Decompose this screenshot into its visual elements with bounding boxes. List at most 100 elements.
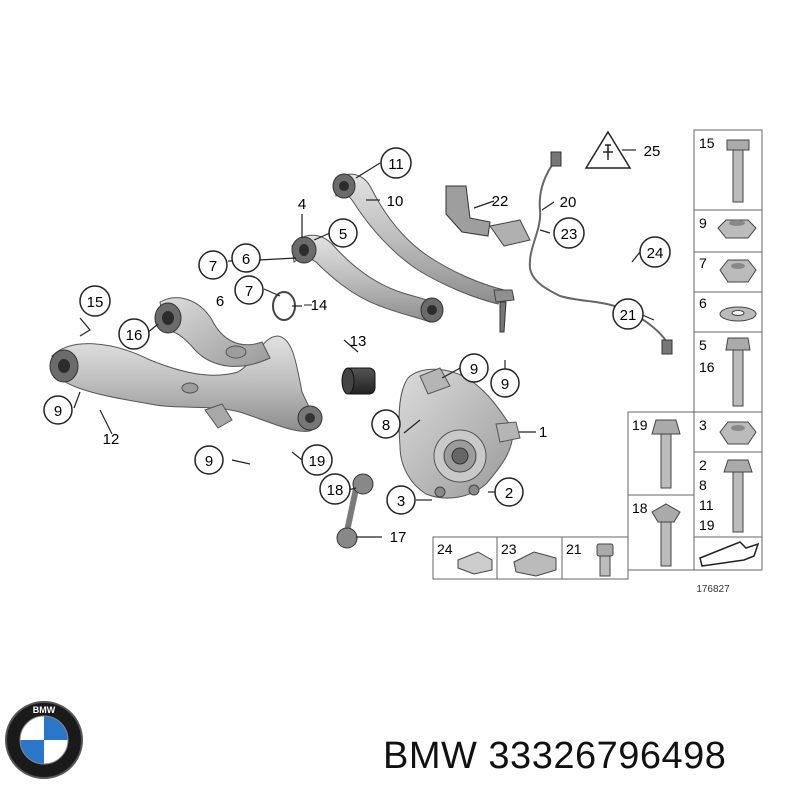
panel-label-2: 2 — [699, 457, 707, 473]
nut-7-icon — [719, 259, 757, 283]
svg-text:24: 24 — [647, 245, 664, 262]
lower-control-arm-12 — [49, 297, 323, 432]
callout-7a: 7 — [198, 250, 228, 280]
bolt-2-icon — [723, 459, 753, 533]
panel-label-23: 23 — [501, 541, 517, 557]
bolt-21-icon — [596, 543, 614, 577]
svg-text:25: 25 — [644, 143, 661, 160]
svg-text:11: 11 — [388, 156, 404, 173]
callout-17: 17 — [390, 529, 407, 546]
parts-panel-bottom: 24 23 21 — [432, 536, 629, 580]
panel-label-3: 3 — [699, 417, 707, 433]
callout-9c: 9 — [459, 353, 489, 383]
callout-8: 8 — [371, 409, 401, 439]
clip-23-icon — [513, 551, 557, 577]
callout-15: 15 — [79, 285, 111, 317]
panel-label-19: 19 — [699, 517, 715, 533]
panel-label-15: 15 — [699, 135, 715, 151]
svg-text:10: 10 — [387, 193, 404, 210]
link-rod-17 — [336, 473, 374, 549]
panel-label-16: 16 — [699, 359, 715, 375]
diagram-number: 176827 — [696, 584, 730, 595]
callout-5: 5 — [328, 218, 358, 248]
callout-21: 21 — [612, 298, 644, 330]
arrow-key-icon — [699, 541, 760, 567]
svg-text:1: 1 — [539, 424, 547, 441]
svg-text:18: 18 — [327, 482, 344, 499]
part-number-caption: BMW 33326796498 — [383, 735, 727, 777]
callout-16: 16 — [118, 318, 150, 350]
svg-text:3: 3 — [397, 493, 405, 510]
callout-1: 1 — [539, 424, 547, 441]
callout-12: 12 — [103, 431, 120, 448]
svg-text:7: 7 — [209, 258, 217, 275]
bolt-19-icon — [651, 419, 681, 489]
panel-label-9: 9 — [699, 215, 707, 231]
svg-text:6: 6 — [242, 251, 250, 268]
svg-text:9: 9 — [470, 361, 478, 378]
svg-text:14: 14 — [311, 297, 328, 314]
ring-14 — [272, 291, 296, 321]
parts-panel-mid: 19 18 — [627, 411, 695, 571]
svg-text:4: 4 — [298, 196, 306, 213]
panel-label-7: 7 — [699, 255, 707, 271]
callout-4: 4 — [298, 196, 306, 213]
bolt-15-icon — [726, 139, 750, 203]
upper-arm-10 — [332, 173, 515, 333]
wheel-carrier-1 — [398, 367, 521, 499]
bmw-logo-lettering: BMW — [33, 705, 56, 715]
svg-text:16: 16 — [126, 327, 143, 344]
callout-19: 19 — [301, 444, 333, 476]
guide-arm-4 — [291, 234, 444, 323]
panel-label-19b: 19 — [632, 417, 648, 433]
svg-text:5: 5 — [339, 226, 347, 243]
callout-24: 24 — [639, 236, 671, 268]
panel-label-18: 18 — [632, 500, 648, 516]
callout-14: 14 — [304, 297, 327, 314]
nut-3-icon — [719, 421, 757, 445]
callout-22: 22 — [492, 193, 509, 210]
callout-7b: 7 — [234, 275, 264, 305]
svg-text:12: 12 — [103, 431, 120, 448]
nut-9-icon — [717, 219, 757, 239]
panel-label-24: 24 — [437, 541, 453, 557]
bolt-18-icon — [651, 503, 681, 567]
sensor-20 — [528, 151, 673, 355]
callout-9b: 9 — [194, 445, 224, 475]
svg-text:23: 23 — [561, 226, 578, 243]
svg-text:20: 20 — [560, 194, 577, 211]
callout-10: 10 — [387, 193, 404, 210]
svg-text:15: 15 — [87, 294, 104, 311]
svg-text:19: 19 — [309, 453, 326, 470]
washer-6-icon — [719, 306, 757, 322]
bolt-5-icon — [725, 337, 751, 407]
callout-13: 13 — [350, 333, 367, 350]
callout-11: 11 — [380, 147, 412, 179]
svg-text:21: 21 — [620, 307, 637, 324]
callout-18: 18 — [319, 473, 351, 505]
svg-text:17: 17 — [390, 529, 407, 546]
svg-text:9: 9 — [205, 453, 213, 470]
panel-label-5: 5 — [699, 337, 707, 353]
panel-label-6: 6 — [699, 295, 707, 311]
callout-9d: 9 — [490, 368, 520, 398]
clip-24-icon — [457, 551, 493, 575]
callout-3: 3 — [386, 485, 416, 515]
rubber-mount-13 — [341, 367, 376, 395]
callout-6b: 6 — [216, 293, 224, 310]
svg-text:22: 22 — [492, 193, 509, 210]
callout-6a: 6 — [231, 243, 261, 273]
bracket-22 — [445, 185, 531, 247]
svg-text:8: 8 — [382, 417, 390, 434]
svg-text:2: 2 — [505, 485, 513, 502]
panel-label-11: 11 — [699, 497, 714, 513]
callout-23: 23 — [553, 217, 585, 249]
callout-2: 2 — [494, 477, 524, 507]
panel-label-8: 8 — [699, 477, 707, 493]
parts-panel-right: 15 9 7 6 5 16 3 2 — [693, 129, 763, 571]
callout-9a: 9 — [43, 395, 73, 425]
svg-text:9: 9 — [501, 376, 509, 393]
bmw-logo-icon: BMW — [5, 701, 83, 779]
callout-20: 20 — [560, 194, 577, 211]
